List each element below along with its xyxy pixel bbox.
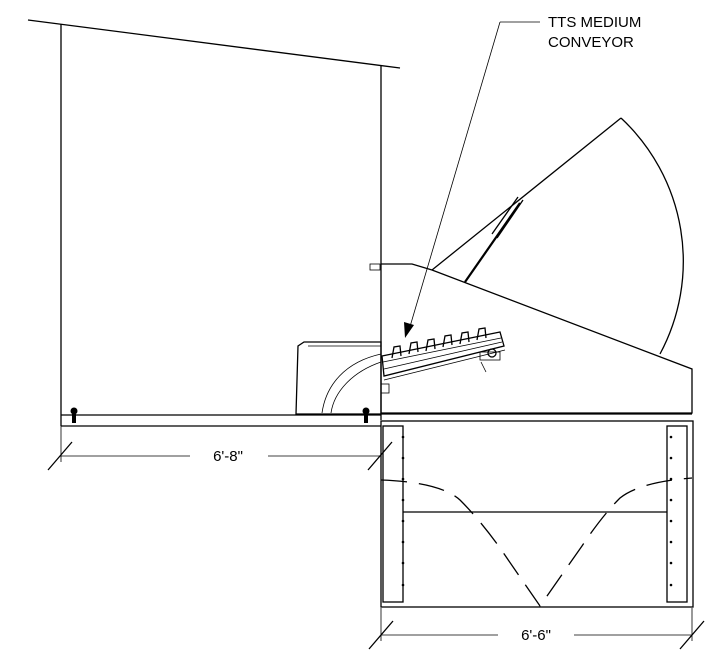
hopper-curve [321,353,382,414]
cleat [391,345,402,359]
right-floor-anchor-icon [362,407,370,423]
gas-strut-cylinder-edge [491,196,519,235]
lid-panel [431,117,622,271]
right-post [666,425,688,603]
roof-line [27,19,401,69]
callout-leader [404,21,540,338]
support-leg [480,361,487,373]
drive-motor [479,351,501,361]
conveyor-belt-mid [383,341,503,370]
cleat [408,341,419,355]
housing-outline [381,263,693,414]
conveyor-housing [381,117,693,415]
callout-line-1: TTS MEDIUM [548,14,641,31]
feed-hopper [295,341,382,415]
lid-swing-arc [620,117,684,355]
hopper-curve-inner [330,361,382,414]
drive-pulley [487,348,497,358]
cleat [459,331,470,345]
callout-line-2: CONVEYOR [548,34,634,51]
cleat [476,327,487,341]
left-post [382,425,404,603]
hopper-body [295,341,382,415]
gas-strut-rod [464,202,521,283]
bin-outline [380,420,694,608]
dim-text-bg-right [498,625,574,645]
leader-arrowhead-icon [404,322,414,338]
dim-tick-left-a [47,441,73,471]
dimension-right: 6'-6" [368,608,705,650]
right-post-bolts [669,435,673,587]
left-post-bolts [401,435,405,587]
dim-tick-left-b [367,441,393,471]
medium-conveyor [380,327,506,394]
dim-text-bg-left [190,446,268,466]
conveyor-foot [380,383,390,394]
dimension-left: 6'-8" [47,426,393,471]
material-pile-profile [380,477,693,608]
conveyor-belt-top [382,337,502,363]
left-floor-anchor-icon [70,407,78,423]
conveyor-belt-under [383,349,506,381]
cleat [442,334,453,348]
lower-bin [380,420,694,608]
conveyor-cleats [391,327,487,359]
cleat [425,338,436,352]
dimension-left-label: 6'-8" [213,448,243,465]
dimension-right-label: 6'-6" [521,627,551,644]
gas-strut-cylinder [496,199,524,239]
leader-line [408,21,501,331]
wall-bracket [369,263,381,271]
left-structure [27,19,401,427]
